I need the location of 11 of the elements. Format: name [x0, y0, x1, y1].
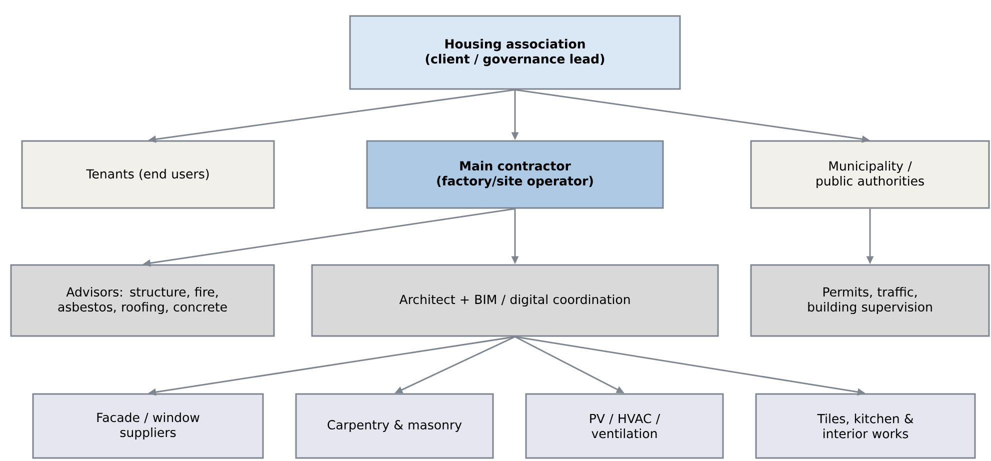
process-box: Architect + BIM / digital coordination [311, 264, 719, 337]
process-box: Permits, traffic, building supervision [750, 264, 990, 337]
process-box: Municipality / public authorities [750, 140, 990, 209]
process-box: Advisors: structure, fire, asbestos, roofing, concrete [10, 264, 275, 337]
process-box: Carpentry & masonry [295, 393, 494, 459]
process-box: PV / HVAC / ventilation [525, 393, 724, 459]
process-box: Tenants (end users) [21, 140, 275, 209]
contractor-box: Housing association (client / governance lead) [349, 15, 681, 90]
contractor-box: Main contractor (factory/site operator) [366, 140, 664, 209]
process-box: Facade / window suppliers [32, 393, 264, 459]
process-box: Tiles, kitchen & interior works [755, 393, 976, 459]
